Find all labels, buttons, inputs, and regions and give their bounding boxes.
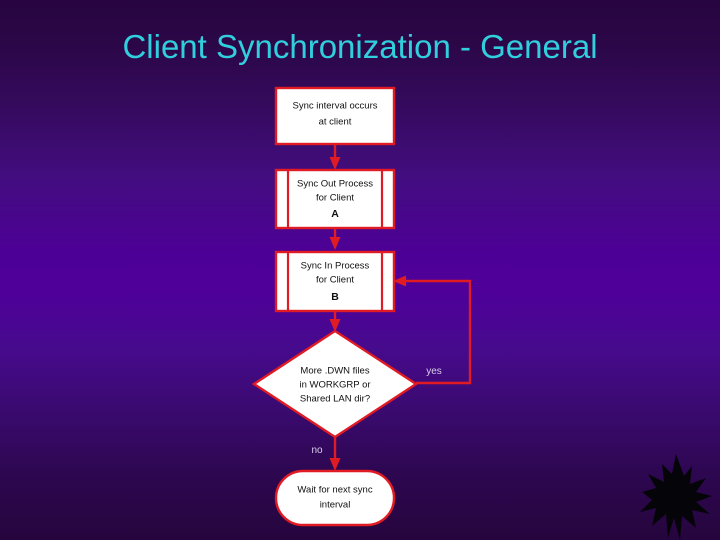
edge-label-yes: yes bbox=[426, 366, 442, 377]
flow-node-start[interactable]: Sync interval occurs at client bbox=[274, 86, 396, 146]
flow-node-decision-line-3: Shared LAN dir? bbox=[300, 394, 370, 405]
flow-node-sync-in-client-id: B bbox=[331, 291, 339, 303]
star-burst-logo bbox=[640, 454, 712, 540]
flow-node-sync-out-line-1: Sync Out Process bbox=[297, 179, 373, 190]
flow-node-start-line-1: Sync interval occurs bbox=[292, 101, 377, 112]
flow-node-sync-in-process[interactable]: Sync In Process for Client B bbox=[274, 250, 396, 313]
flow-node-sync-out-line-2: for Client bbox=[316, 193, 354, 204]
flow-node-decision-line-2: in WORKGRP or bbox=[299, 380, 370, 391]
flow-node-wait-line-1: Wait for next sync bbox=[297, 485, 372, 496]
flow-node-sync-in-line-1: Sync In Process bbox=[301, 261, 370, 272]
flow-node-sync-in-line-2: for Client bbox=[316, 275, 354, 286]
flow-node-wait-line-2: interval bbox=[320, 500, 351, 511]
flow-node-sync-out-client-id: A bbox=[331, 208, 339, 220]
connector-decision-yes-loop bbox=[393, 275, 472, 385]
edge-label-no: no bbox=[311, 445, 323, 456]
flow-node-wait[interactable]: Wait for next sync interval bbox=[274, 469, 396, 527]
connector-start-to-syncout bbox=[329, 145, 341, 170]
page-title: Client Synchronization - General bbox=[122, 28, 598, 65]
flow-node-decision[interactable]: More .DWN files in WORKGRP or Shared LAN… bbox=[251, 329, 419, 439]
connector-decision-no-to-wait bbox=[329, 437, 341, 471]
flow-node-start-line-2: at client bbox=[319, 117, 352, 128]
flow-node-decision-line-1: More .DWN files bbox=[300, 366, 369, 377]
connector-syncout-to-syncin bbox=[329, 228, 341, 250]
flow-node-sync-out-process[interactable]: Sync Out Process for Client A bbox=[274, 168, 396, 230]
connector-syncin-to-decision bbox=[329, 311, 341, 332]
